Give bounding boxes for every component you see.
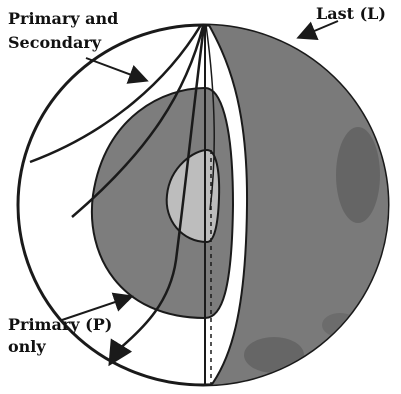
arrow-icon (108, 338, 133, 367)
primary-secondary-ray-inner (71, 25, 207, 218)
outer-core (90, 86, 235, 320)
dark-patch-right (322, 313, 358, 337)
label-primary-and: Primary and (8, 9, 118, 28)
label-primary-p: Primary (P) (8, 315, 112, 334)
arrow-icon (296, 20, 339, 41)
primary-ray-through-core (117, 25, 207, 351)
label-secondary: Secondary (8, 33, 102, 52)
dark-patch-upper (336, 127, 380, 223)
arrow-icon (85, 57, 149, 84)
dark-cutaway (205, 25, 388, 385)
label-last: Last (L) (316, 4, 386, 23)
core-ray (204, 25, 216, 211)
dark-patch-lower (244, 337, 304, 373)
arrow-icon (61, 292, 134, 321)
primary-secondary-ray-outer (29, 25, 207, 164)
earth-interior (29, 25, 388, 385)
label-only: only (8, 337, 46, 356)
cutaway-boundary (204, 25, 249, 385)
